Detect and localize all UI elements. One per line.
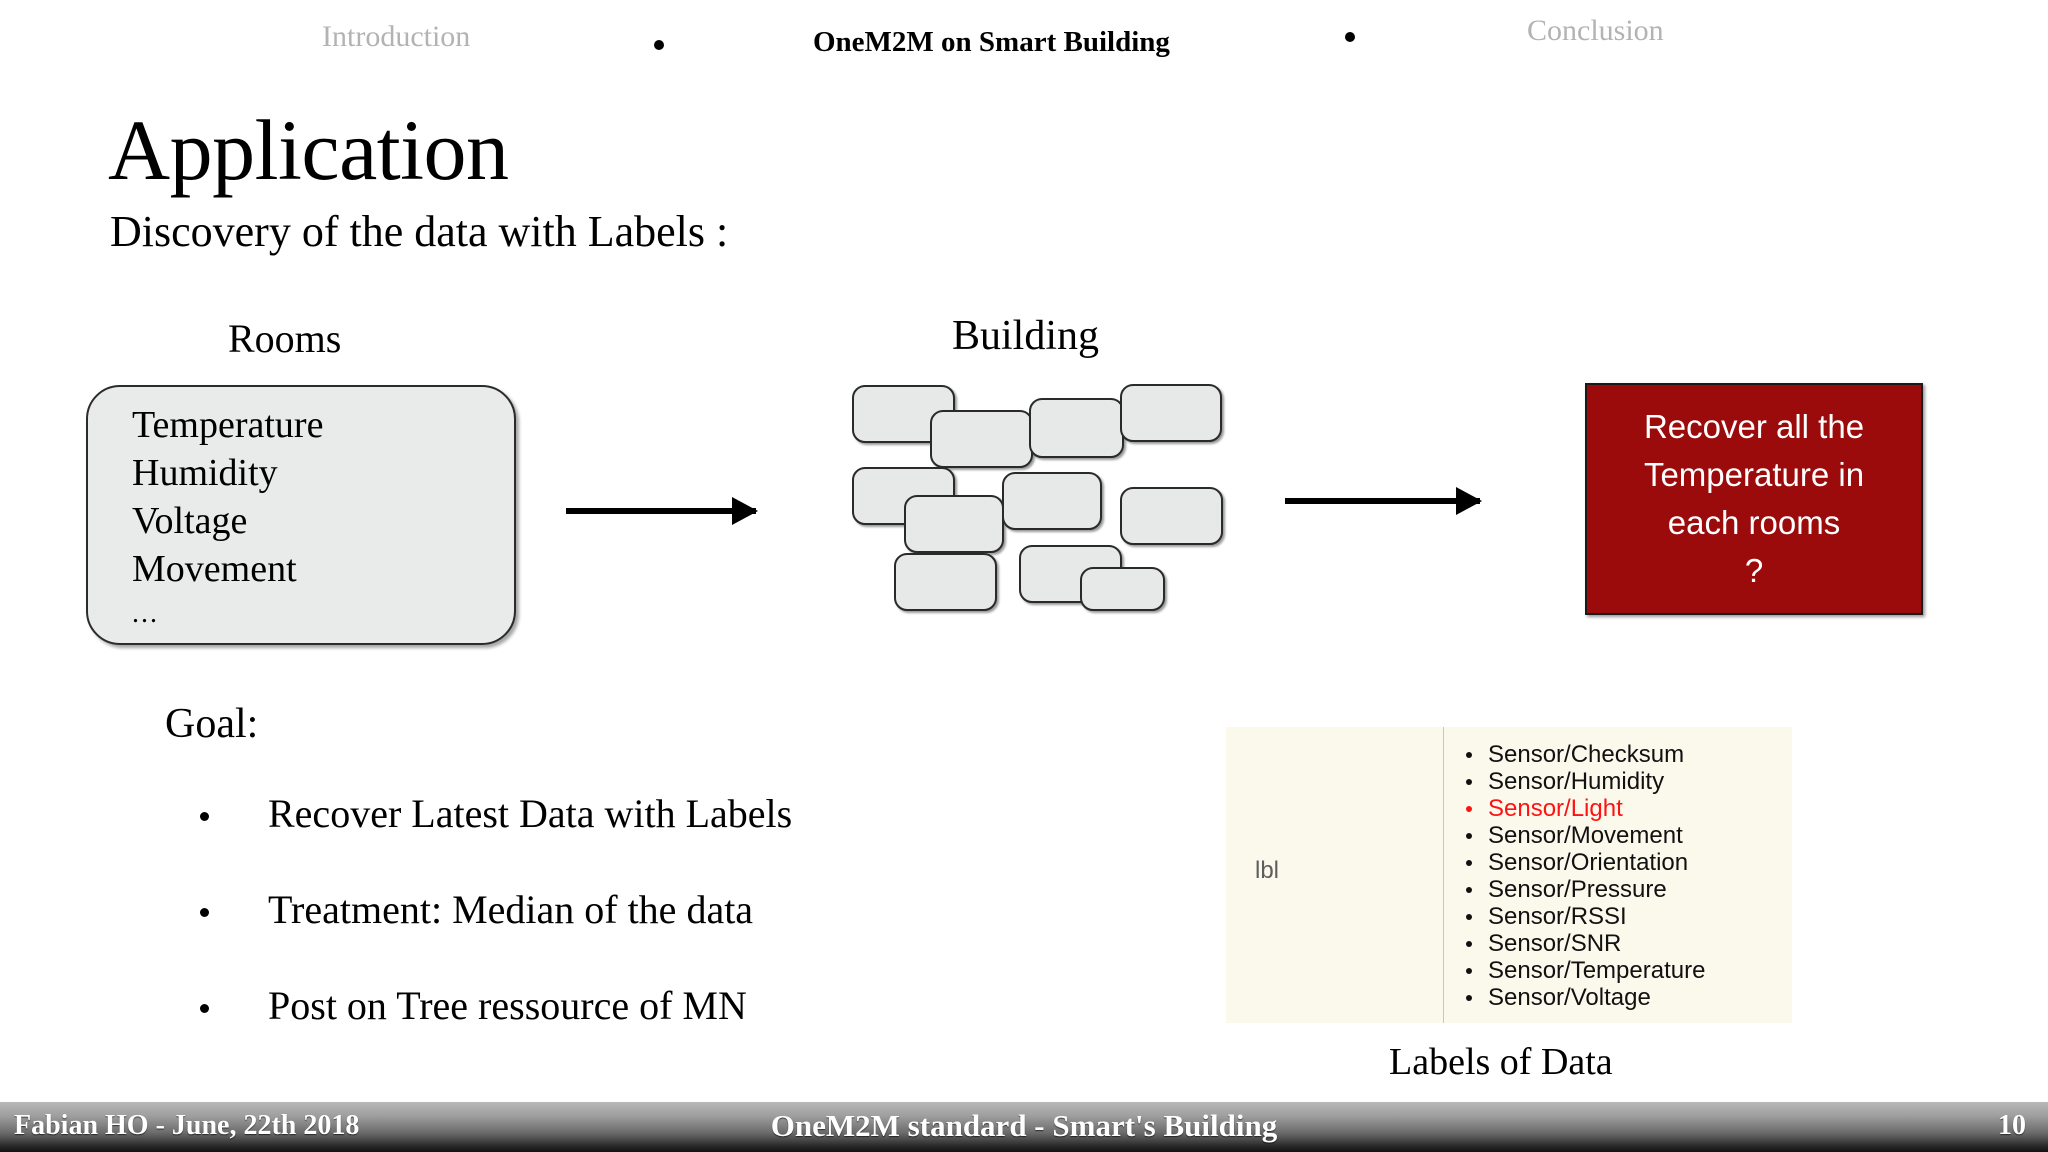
rooms-list-item: Voltage xyxy=(132,500,248,542)
bullet-icon xyxy=(1466,833,1472,839)
goal-heading: Goal: xyxy=(165,701,259,747)
goal-list-item: Treatment: Median of the data xyxy=(200,886,1020,982)
building-brick xyxy=(1002,472,1102,530)
rooms-list-ellipsis: ... xyxy=(132,598,159,629)
label-list-item: Sensor/SNR xyxy=(1444,930,1792,957)
bullet-icon xyxy=(1466,779,1472,785)
nav-item-conclusion[interactable]: Conclusion xyxy=(1527,14,1664,47)
labels-panel-lbl-text: lbl xyxy=(1255,857,1280,884)
rooms-box: Temperature Humidity Voltage Movement ..… xyxy=(86,385,516,645)
label-list-item: Sensor/Pressure xyxy=(1444,876,1792,903)
rooms-list-item: Humidity xyxy=(132,452,278,494)
footer-page-number: 10 xyxy=(1998,1110,2026,1141)
arrow-building-to-question-icon xyxy=(1285,487,1482,515)
labels-of-data-panel: lbl Sensor/Checksum Sensor/Humidity Sens… xyxy=(1226,727,1792,1023)
building-brick xyxy=(894,553,997,611)
label-list-item: Sensor/Orientation xyxy=(1444,849,1792,876)
nav-separator-dot-icon xyxy=(654,40,664,50)
bullet-icon xyxy=(200,1004,209,1013)
bullet-icon xyxy=(1466,968,1472,974)
label-list-item: Sensor/Humidity xyxy=(1444,768,1792,795)
page-title: Application xyxy=(108,102,509,198)
building-brick xyxy=(1029,398,1124,458)
arrow-rooms-to-building-icon xyxy=(566,497,758,525)
label-list-item-text: Sensor/SNR xyxy=(1488,930,1622,957)
footer-presentation-title: OneM2M standard - Smart's Building xyxy=(770,1108,1278,1143)
bullet-icon xyxy=(1466,914,1472,920)
goal-list-item: Post on Tree ressource of MN xyxy=(200,982,1020,1078)
bullet-icon xyxy=(1466,752,1472,758)
label-list-item-text: Sensor/Light xyxy=(1488,795,1623,822)
label-list-item-text: Sensor/Checksum xyxy=(1488,741,1685,768)
bullet-icon xyxy=(1466,806,1472,812)
labels-panel-left-cell: lbl xyxy=(1226,727,1444,1023)
bullet-icon xyxy=(200,812,209,821)
page-subtitle: Discovery of the data with Labels : xyxy=(110,207,729,256)
bullet-icon xyxy=(1466,995,1472,1001)
label-list-item: Sensor/RSSI xyxy=(1444,903,1792,930)
label-list-item: Sensor/Temperature xyxy=(1444,957,1792,984)
nav-item-introduction[interactable]: Introduction xyxy=(322,20,471,53)
rooms-list-item: Movement xyxy=(132,548,297,590)
label-list-item-text: Sensor/Humidity xyxy=(1488,768,1665,795)
label-list-item-text: Sensor/RSSI xyxy=(1488,903,1627,930)
building-brick xyxy=(1120,487,1223,545)
nav-item-onem2m-on-smart-building[interactable]: OneM2M on Smart Building xyxy=(813,26,1170,58)
building-brick xyxy=(1120,384,1222,442)
bullet-icon xyxy=(200,908,209,917)
recover-question-text: Recover all the Temperature in each room… xyxy=(1643,408,1865,589)
bullet-icon xyxy=(1466,887,1472,893)
label-list-item-text: Sensor/Temperature xyxy=(1488,957,1706,984)
goal-list: Recover Latest Data with Labels Treatmen… xyxy=(200,790,1020,1078)
recover-question-box: Recover all the Temperature in each room… xyxy=(1585,383,1923,615)
footer-author-date: Fabian HO - June, 22th 2018 xyxy=(14,1110,360,1141)
rooms-list-item: Temperature xyxy=(132,404,324,446)
label-list-item-text: Sensor/Pressure xyxy=(1488,876,1667,903)
slide-footer: Fabian HO - June, 22th 2018 OneM2M stand… xyxy=(0,1102,2048,1152)
label-list-item-highlighted: Sensor/Light xyxy=(1444,795,1792,822)
building-heading: Building xyxy=(952,313,1100,359)
goal-list-item: Recover Latest Data with Labels xyxy=(200,790,1020,886)
label-list-item: Sensor/Checksum xyxy=(1444,741,1792,768)
nav-separator-dot-icon-2 xyxy=(1345,32,1355,42)
label-list-item-text: Sensor/Movement xyxy=(1488,822,1683,849)
label-list-item-text: Sensor/Voltage xyxy=(1488,984,1651,1011)
labels-panel-list: Sensor/Checksum Sensor/Humidity Sensor/L… xyxy=(1444,741,1792,1011)
building-brick xyxy=(930,410,1033,468)
goal-list-item-label: Treatment: Median of the data xyxy=(268,887,754,932)
rooms-heading: Rooms xyxy=(228,316,342,361)
label-list-item: Sensor/Voltage xyxy=(1444,984,1792,1011)
goal-list-item-label: Post on Tree ressource of MN xyxy=(268,983,747,1028)
slide-top-navigation: Introduction OneM2M on Smart Building Co… xyxy=(0,0,2048,76)
goal-list-item-label: Recover Latest Data with Labels xyxy=(268,791,793,836)
bullet-icon xyxy=(1466,860,1472,866)
rooms-list: Temperature Humidity Voltage Movement ..… xyxy=(132,401,323,635)
bullet-icon xyxy=(1466,941,1472,947)
building-brick xyxy=(1080,567,1165,611)
label-list-item: Sensor/Movement xyxy=(1444,822,1792,849)
building-brick xyxy=(904,495,1004,553)
labels-of-data-caption: Labels of Data xyxy=(1389,1041,1613,1083)
label-list-item-text: Sensor/Orientation xyxy=(1488,849,1689,876)
